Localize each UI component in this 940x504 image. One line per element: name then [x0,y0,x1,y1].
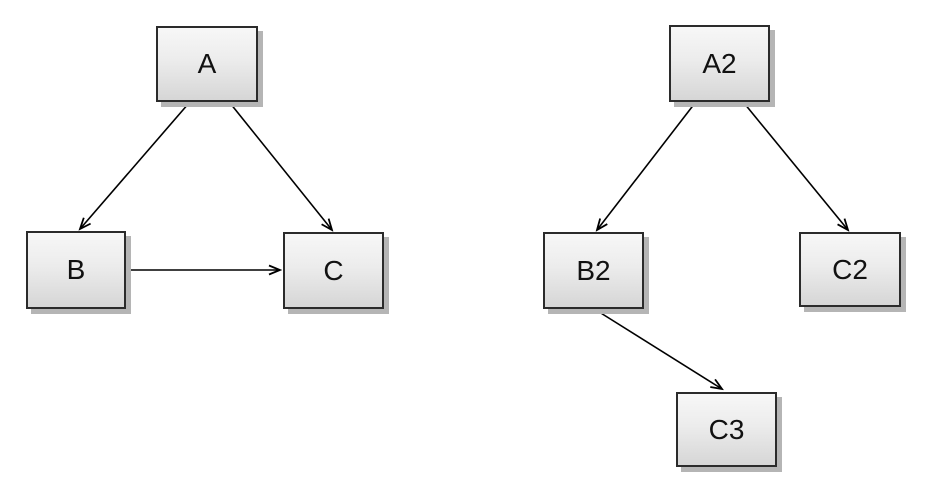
node-label: C [323,254,344,286]
node-B2[interactable]: B2 [543,232,644,309]
edge-group [80,102,848,389]
edge-A2-B2[interactable] [597,102,696,230]
edge-B2-C3[interactable] [595,309,722,389]
node-C3[interactable]: C3 [676,392,777,467]
node-A2[interactable]: A2 [669,25,770,102]
edge-A2-C2[interactable] [743,102,848,230]
node-label: B [66,254,86,285]
node-label: C3 [708,413,745,445]
node-B[interactable]: B [26,231,126,309]
node-A[interactable]: A [156,26,258,102]
node-C2[interactable]: C2 [799,232,901,307]
edge-A-C[interactable] [229,102,332,230]
node-label: A2 [702,47,737,79]
node-label: C2 [832,253,868,285]
node-C[interactable]: C [283,232,384,309]
node-label: B2 [576,254,611,286]
edge-A-B[interactable] [80,102,190,229]
node-label: A [197,48,217,79]
